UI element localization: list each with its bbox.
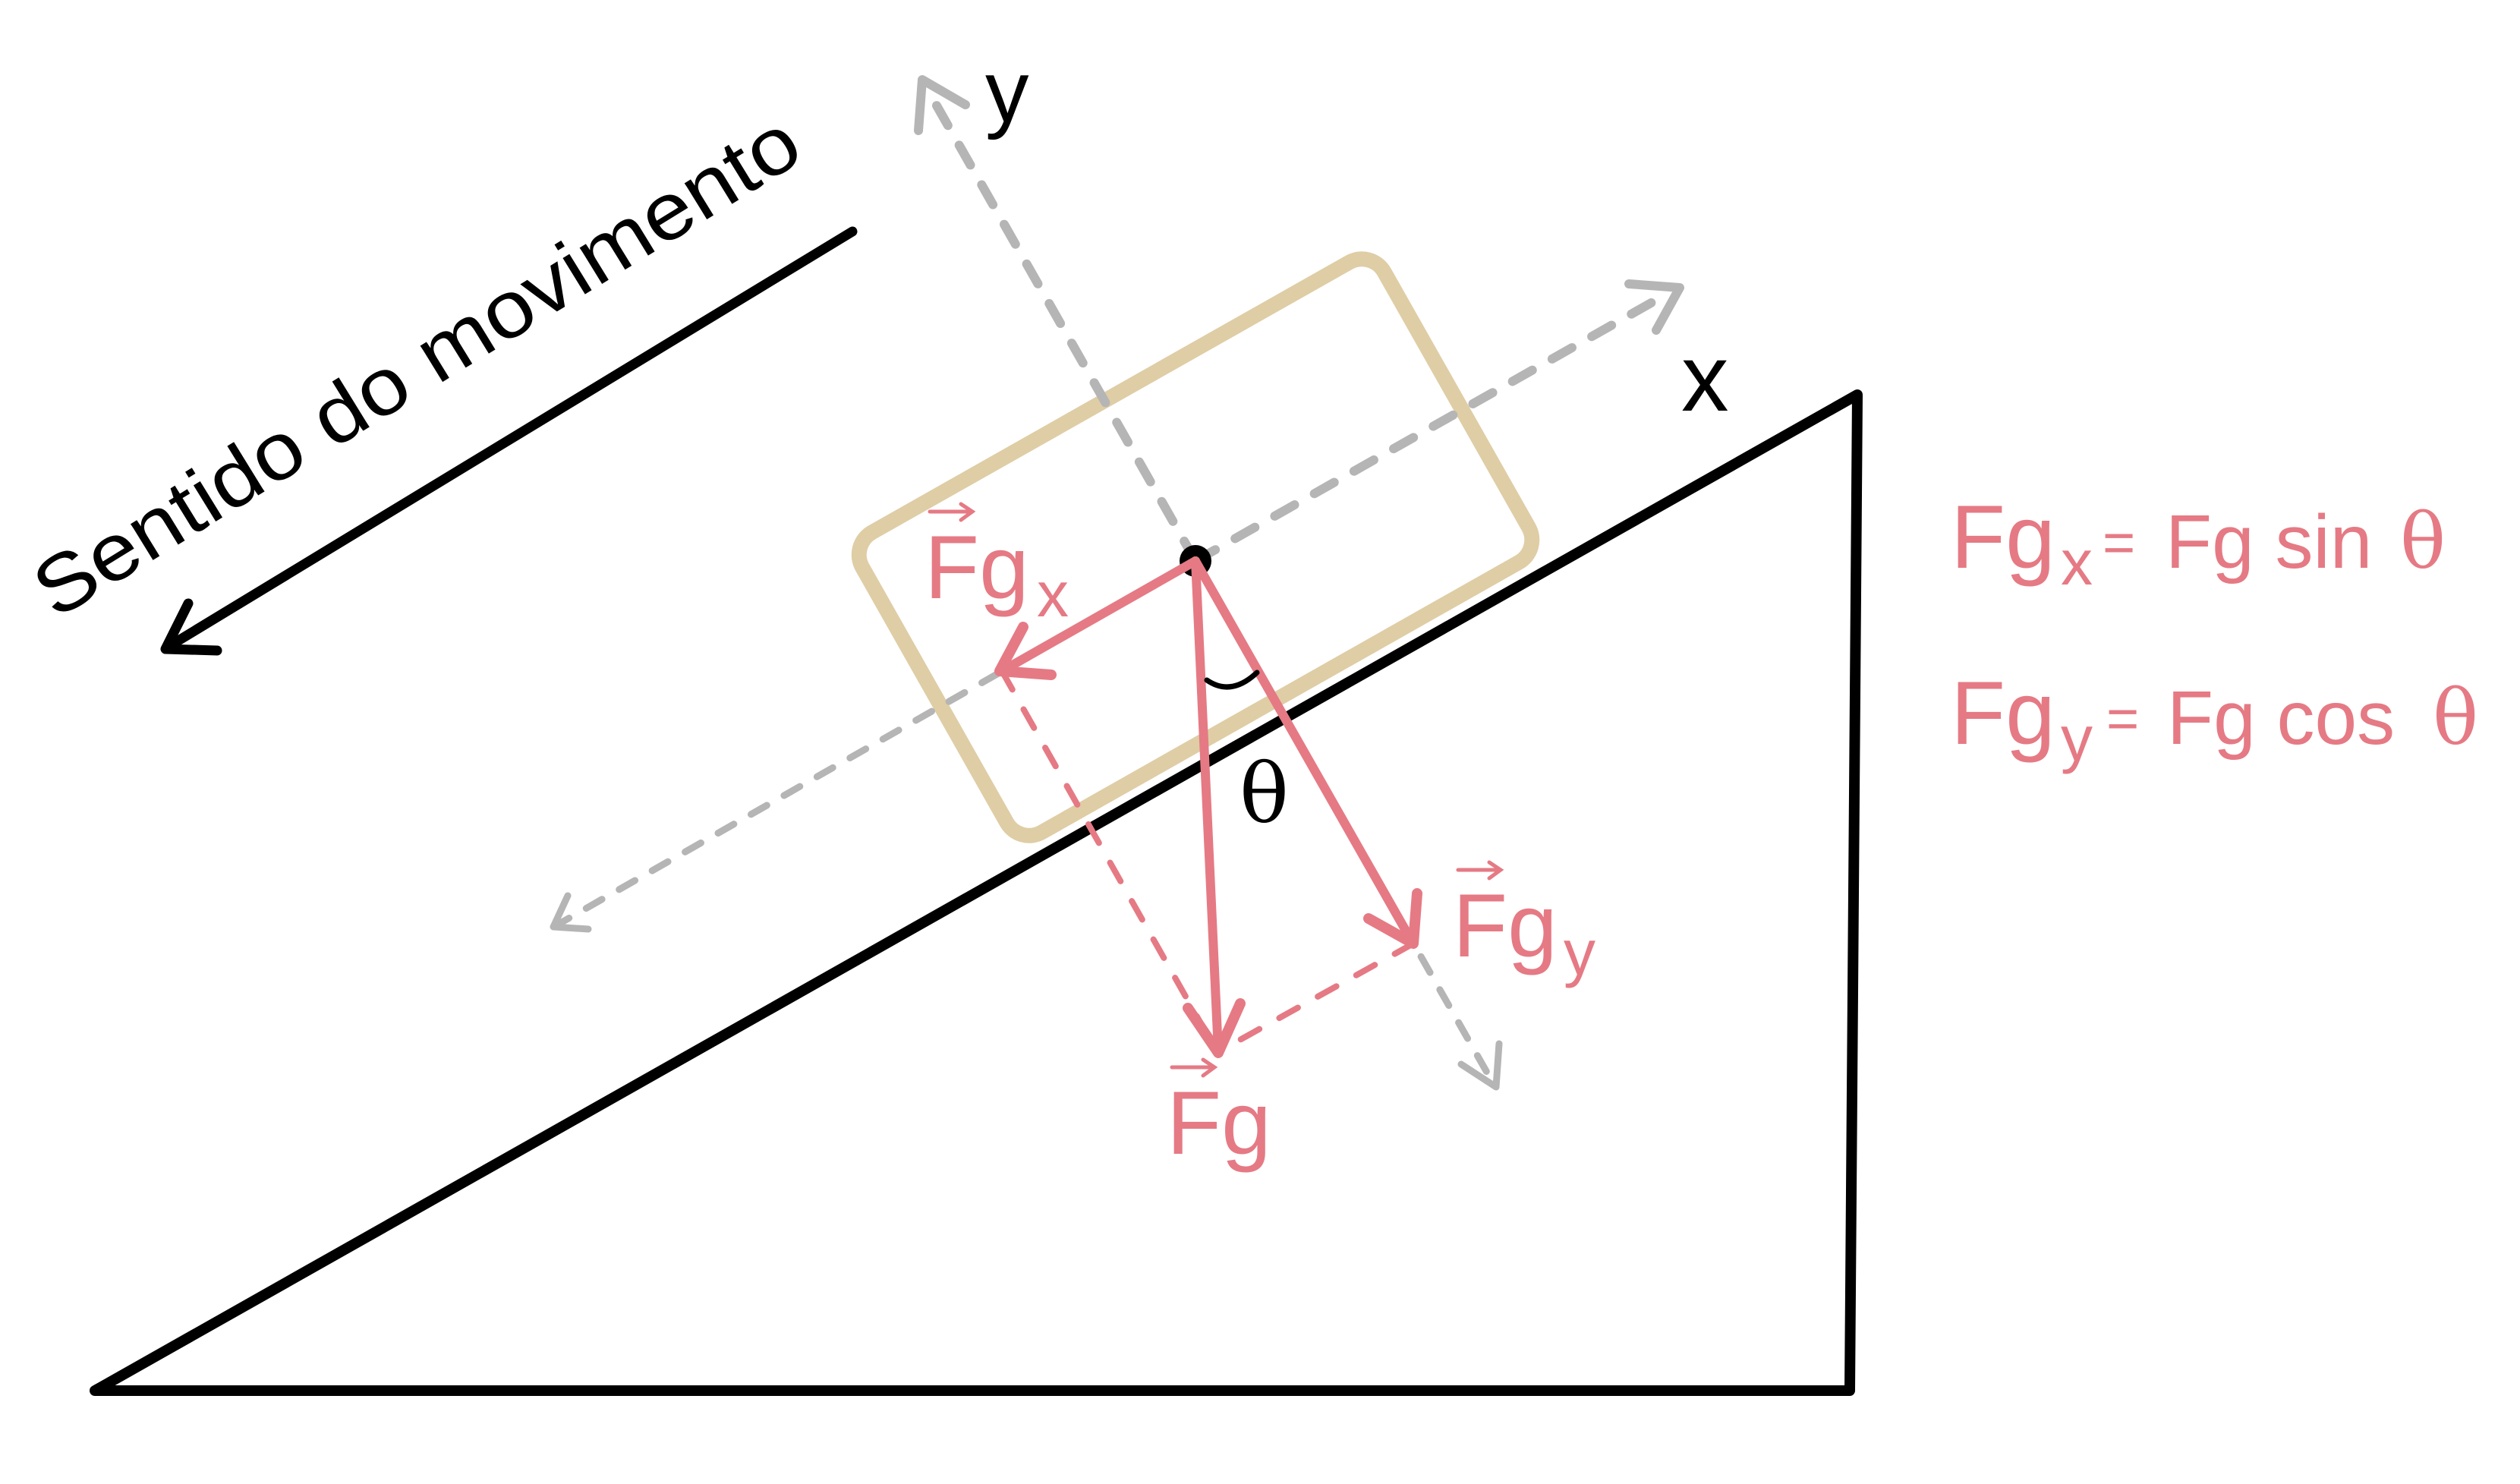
svg-text:Fg: Fg xyxy=(1453,876,1558,976)
svg-text:x: x xyxy=(1037,559,1069,630)
fgx-label: Fg x xyxy=(925,502,1069,630)
fgx-arrowhead-icon xyxy=(994,622,1057,680)
block xyxy=(851,251,1540,843)
svg-text:y: y xyxy=(2061,703,2093,774)
fg-label: Fg xyxy=(1167,1057,1271,1174)
svg-text:Fg: Fg xyxy=(1167,1073,1271,1174)
fgy-arrowhead-icon xyxy=(1363,888,1422,949)
svg-text:=: = xyxy=(2103,511,2135,574)
svg-text:Fg sin: Fg sin xyxy=(2166,499,2372,584)
y-axis-label: y xyxy=(985,43,1029,140)
angle-theta-label: θ xyxy=(1240,747,1289,842)
x-axis-label: x xyxy=(1681,326,1729,431)
y-axis-arrow-down-icon xyxy=(1457,1040,1503,1091)
svg-text:x: x xyxy=(2061,527,2093,598)
fgy-vector xyxy=(1191,556,1416,946)
svg-text:Fg cos: Fg cos xyxy=(2167,676,2395,761)
vector-arrow-icon xyxy=(928,502,976,522)
svg-text:y: y xyxy=(1564,917,1595,988)
svg-text:θ: θ xyxy=(2400,497,2446,586)
fg-vector xyxy=(1191,556,1223,1056)
equation-fgx: Fg x = Fg sin θ xyxy=(1951,487,2446,598)
motion-direction: Sentido do movimento xyxy=(17,96,858,656)
motion-arrow-line xyxy=(165,226,858,651)
x-axis-arrow-left-icon xyxy=(550,892,592,933)
incline-triangle xyxy=(90,389,1863,1396)
svg-text:Fg: Fg xyxy=(925,518,1029,618)
svg-text:Fg: Fg xyxy=(1951,663,2055,764)
svg-text:=: = xyxy=(2106,687,2139,750)
fg-arrowhead-icon xyxy=(1183,998,1246,1058)
component-guides xyxy=(999,668,1416,1053)
vector-arrow-icon xyxy=(1456,860,1504,881)
motion-direction-label: Sentido do movimento xyxy=(17,96,816,635)
svg-text:Fg: Fg xyxy=(1951,487,2055,588)
y-axis-arrow-up-icon xyxy=(914,75,970,135)
vector-arrow-icon xyxy=(1170,1057,1218,1078)
equation-fgy: Fg y = Fg cos θ xyxy=(1951,663,2478,774)
x-axis-arrow-right-icon xyxy=(1624,279,1684,335)
fgy-label: Fg y xyxy=(1453,860,1595,988)
fgx-vector xyxy=(997,556,1200,676)
force-vectors xyxy=(994,556,1422,1058)
angle-arc xyxy=(1204,670,1260,690)
y-axis xyxy=(914,75,1503,1091)
svg-text:θ: θ xyxy=(2433,673,2478,762)
motion-arrow-head-icon xyxy=(160,598,222,656)
